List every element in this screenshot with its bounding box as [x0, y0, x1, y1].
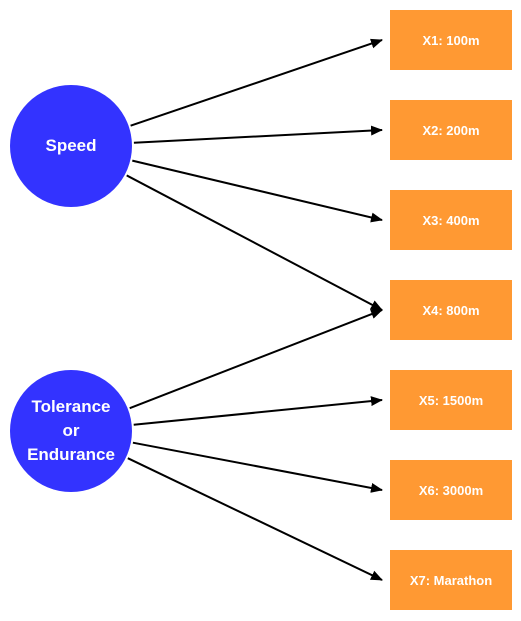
event-x5-box: X5: 1500m [390, 370, 512, 430]
arrow-tolerance-to-x7 [127, 457, 383, 581]
event-x7-label: X7: Marathon [409, 572, 493, 588]
arrow-tolerance-to-x6 [132, 441, 383, 493]
event-x3-label: X3: 400m [422, 212, 480, 228]
event-x6-label: X6: 3000m [418, 482, 484, 498]
event-x2-box: X2: 200m [390, 100, 512, 160]
event-x4-box: X4: 800m [390, 280, 512, 340]
event-x7-box: X7: Marathon [390, 550, 512, 610]
arrow-speed-to-x3 [132, 159, 383, 223]
arrow-speed-to-x4 [126, 174, 383, 311]
factor-tolerance-circle: Tolerance or Endurance [10, 370, 132, 492]
factor-tolerance-label: Tolerance or Endurance [27, 397, 115, 464]
event-x1-box: X1: 100m [390, 10, 512, 70]
arrow-speed-to-x1 [130, 38, 383, 127]
event-x2-label: X2: 200m [422, 122, 480, 138]
factor-speed-label: Speed [45, 136, 97, 155]
event-x3-box: X3: 400m [390, 190, 512, 250]
arrow-speed-to-x2 [133, 125, 383, 144]
factor-speed-circle: Speed [10, 85, 132, 207]
event-x5-label: X5: 1500m [418, 392, 484, 408]
event-x4-label: X4: 800m [422, 302, 480, 318]
arrow-tolerance-to-x4 [129, 309, 383, 410]
event-x1-label: X1: 100m [422, 32, 480, 48]
arrow-tolerance-to-x5 [133, 396, 383, 426]
event-x6-box: X6: 3000m [390, 460, 512, 520]
